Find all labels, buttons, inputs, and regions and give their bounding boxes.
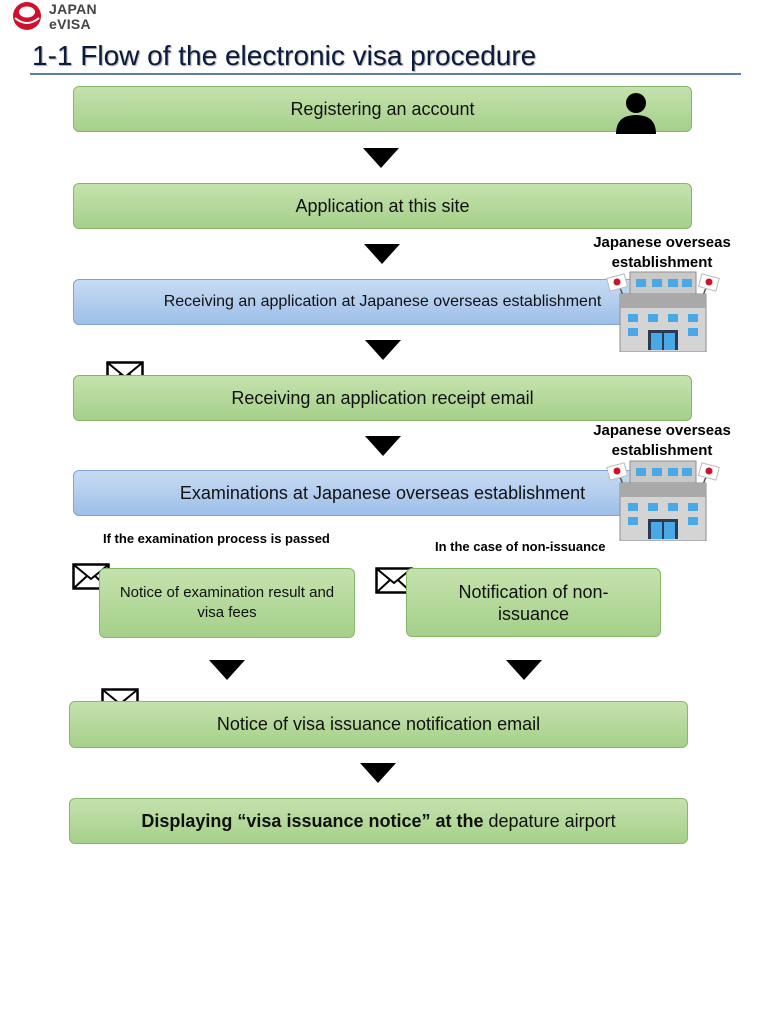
step-issuance-email: Notice of visa issuance notification ema…	[69, 701, 688, 748]
step-notification-non-issuance: Notification of non-issuance	[406, 568, 661, 637]
down-arrow-icon	[364, 244, 400, 264]
japan-flag-icon	[606, 273, 629, 299]
step-display-notice-label: Displaying “visa issuance notice” at the…	[141, 811, 615, 832]
building-icon	[606, 271, 720, 352]
down-arrow-icon	[209, 660, 245, 680]
branch-label-non-issuance: In the case of non-issuance	[435, 539, 606, 554]
display-prefix: Displaying “visa issuance notice” at the	[141, 810, 484, 831]
step-notice-examination-result: Notice of examination result and visa fe…	[99, 568, 355, 638]
step-notification-non-issuance-label: Notification of non-issuance	[458, 581, 609, 624]
branch-label-passed: If the examination process is passed	[103, 531, 330, 546]
establishment-label: Japanese overseas establishment	[593, 234, 731, 271]
down-arrow-icon	[365, 436, 401, 456]
display-suffix: depature airport	[483, 810, 616, 831]
step-notice-examination-result-label: Notice of examination result and visa fe…	[119, 584, 335, 621]
step-examinations: Examinations at Japanese overseas establ…	[73, 470, 692, 516]
logo-line-2: eVISA	[49, 16, 91, 32]
step-display-notice: Displaying “visa issuance notice” at the…	[69, 798, 688, 844]
title-divider	[30, 73, 741, 75]
page-title: 1-1 Flow of the electronic visa procedur…	[32, 40, 537, 71]
japan-flag-icon	[697, 273, 720, 299]
logo-text: JAPAN eVISA	[49, 2, 97, 32]
step-receipt-email-label: Receiving an application receipt email	[231, 387, 534, 408]
person-icon	[616, 93, 656, 134]
step-receiving-application: Receiving an application at Japanese ove…	[73, 279, 692, 325]
japan-flag-icon	[606, 462, 629, 488]
step-application: Application at this site	[73, 183, 692, 229]
step-receipt-email: Receiving an application receipt email	[73, 375, 692, 421]
step-register-account: Registering an account	[73, 86, 692, 132]
down-arrow-icon	[360, 763, 396, 783]
step-receiving-application-label: Receiving an application at Japanese ove…	[163, 293, 602, 310]
building-icon	[606, 460, 720, 541]
down-arrow-icon	[363, 148, 399, 168]
japan-evisa-logo-icon	[13, 2, 41, 30]
step-issuance-email-label: Notice of visa issuance notification ema…	[216, 714, 541, 734]
down-arrow-icon	[365, 340, 401, 360]
step-application-label: Application at this site	[295, 195, 470, 216]
step-examinations-label: Examinations at Japanese overseas establ…	[179, 482, 586, 503]
logo-line-1: JAPAN	[49, 1, 97, 17]
down-arrow-icon	[506, 660, 542, 680]
establishment-label: Japanese overseas establishment	[593, 422, 731, 459]
step-register-label: Registering an account	[290, 98, 475, 119]
